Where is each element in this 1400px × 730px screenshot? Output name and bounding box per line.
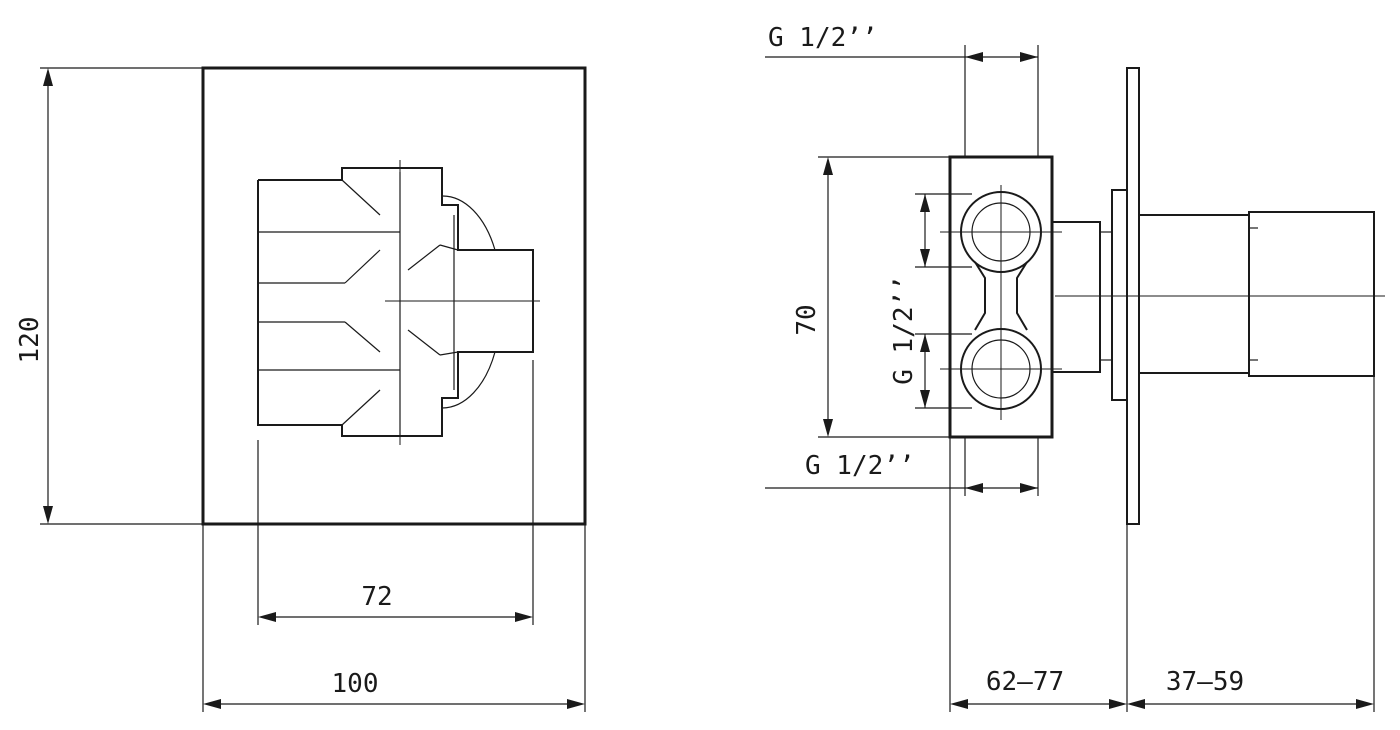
side-handle-sleeve xyxy=(1138,214,1250,374)
dim-thread-vertical-label: G 1/2’’ xyxy=(889,275,919,385)
dim-inner-width-label: 72 xyxy=(361,582,392,612)
front-cartridge-arc xyxy=(441,195,496,251)
dim-height-label: 120 xyxy=(15,317,45,364)
front-view: 120 100 72 xyxy=(15,66,587,712)
dim-body-height-label: 70 xyxy=(792,304,822,335)
front-valve-body xyxy=(257,167,534,437)
side-view: G 1/2’’ G 1/2’’ 70 G 1/2’’ 62–77 xyxy=(765,23,1385,712)
side-handle-knob xyxy=(1248,211,1375,377)
dim-depth-rough-label: 62–77 xyxy=(986,667,1064,697)
front-cover-plate xyxy=(201,66,587,526)
dim-width-label: 100 xyxy=(332,669,379,699)
dim-depth-finish-label: 37–59 xyxy=(1166,667,1244,697)
side-flange xyxy=(1111,189,1128,401)
dim-thread-top-label: G 1/2’’ xyxy=(768,23,878,53)
dim-thread-bottom-label: G 1/2’’ xyxy=(805,451,915,481)
